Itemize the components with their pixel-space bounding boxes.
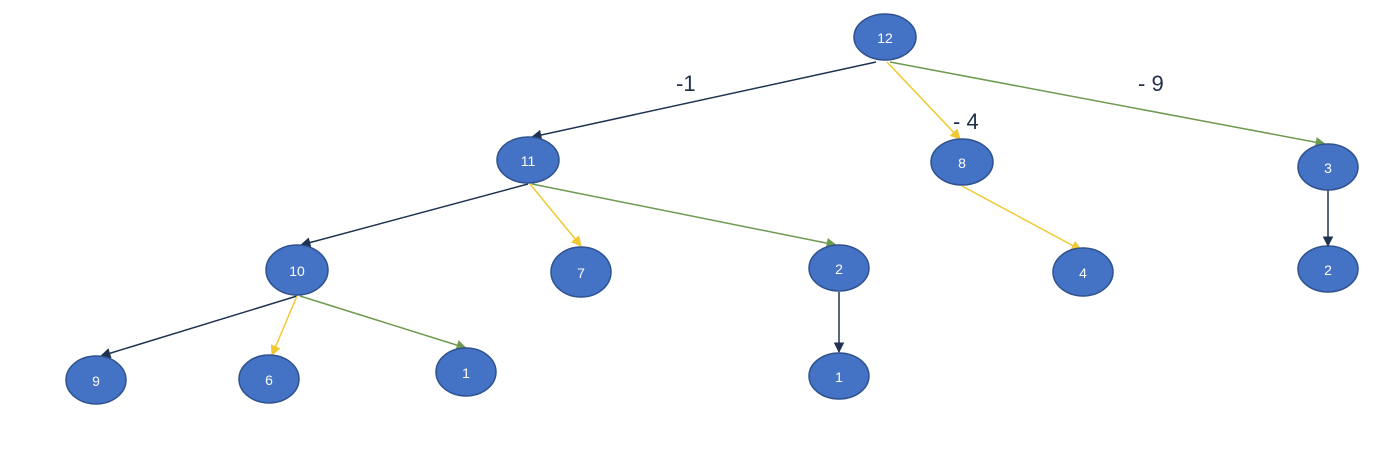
tree-node-n11: 11 [496, 136, 560, 184]
edge-arrow-n11-n2a [531, 183, 838, 249]
node-label-n11: 11 [521, 153, 536, 169]
node-label-n1a: 1 [462, 365, 470, 381]
tree-node-n4: 4 [1052, 247, 1114, 297]
edge-arrow-n8-n4 [961, 185, 1082, 251]
edge-arrow-n10-n1a [299, 295, 468, 351]
edge-arrow-n11-n10 [299, 183, 529, 248]
node-circle-n1b [808, 352, 870, 400]
tree-node-n3: 3 [1297, 143, 1359, 191]
node-circle-n6 [238, 354, 300, 404]
edge-label-n12-n3: - 9 [1138, 71, 1164, 96]
edge-arrow-n10-n6 [270, 295, 298, 356]
node-circle-n1a [435, 347, 497, 397]
node-label-n1b: 1 [835, 369, 843, 385]
tree-node-n9: 9 [65, 355, 127, 405]
edge-arrow-n12-n11 [530, 61, 877, 141]
edge-arrow-n11-n7 [529, 183, 582, 247]
tree-node-n12: 12 [853, 13, 917, 61]
node-circle-n7 [550, 246, 612, 298]
edge-arrow-n12-n8 [886, 61, 961, 140]
tree-node-n2a: 2 [808, 244, 870, 292]
edge-arrow-n10-n9 [99, 295, 298, 359]
tree-node-n1b: 1 [808, 352, 870, 400]
node-label-n2a: 2 [835, 261, 843, 277]
edge-arrow-n12-n3 [889, 61, 1327, 148]
node-circle-n9 [65, 355, 127, 405]
node-label-n6: 6 [265, 372, 273, 388]
tree-node-n8: 8 [930, 138, 994, 186]
node-label-n3: 3 [1324, 160, 1332, 176]
node-circle-n2a [808, 244, 870, 292]
tree-node-n10: 10 [265, 244, 329, 296]
node-label-n10: 10 [289, 263, 305, 279]
node-circle-n8 [930, 138, 994, 186]
node-circle-n10 [265, 244, 329, 296]
node-circle-n12 [853, 13, 917, 61]
node-label-n7: 7 [577, 265, 585, 281]
node-label-n8: 8 [958, 155, 966, 171]
node-circle-n2b [1297, 245, 1359, 293]
edge-label-n12-n8: - 4 [953, 109, 979, 134]
node-label-n9: 9 [92, 373, 100, 389]
edges-layer [99, 61, 1334, 359]
tree-node-n2b: 2 [1297, 245, 1359, 293]
node-label-n2b: 2 [1324, 262, 1332, 278]
node-circle-n3 [1297, 143, 1359, 191]
tree-node-n7: 7 [550, 246, 612, 298]
node-label-n4: 4 [1079, 265, 1087, 281]
node-label-n12: 12 [877, 30, 893, 46]
edge-labels-layer: -1 - 4 - 9 [676, 71, 1164, 134]
tree-node-n6: 6 [238, 354, 300, 404]
tree-node-n1a: 1 [435, 347, 497, 397]
node-circle-n11 [496, 136, 560, 184]
node-circle-n4 [1052, 247, 1114, 297]
edge-label-n12-n11: -1 [676, 71, 696, 96]
